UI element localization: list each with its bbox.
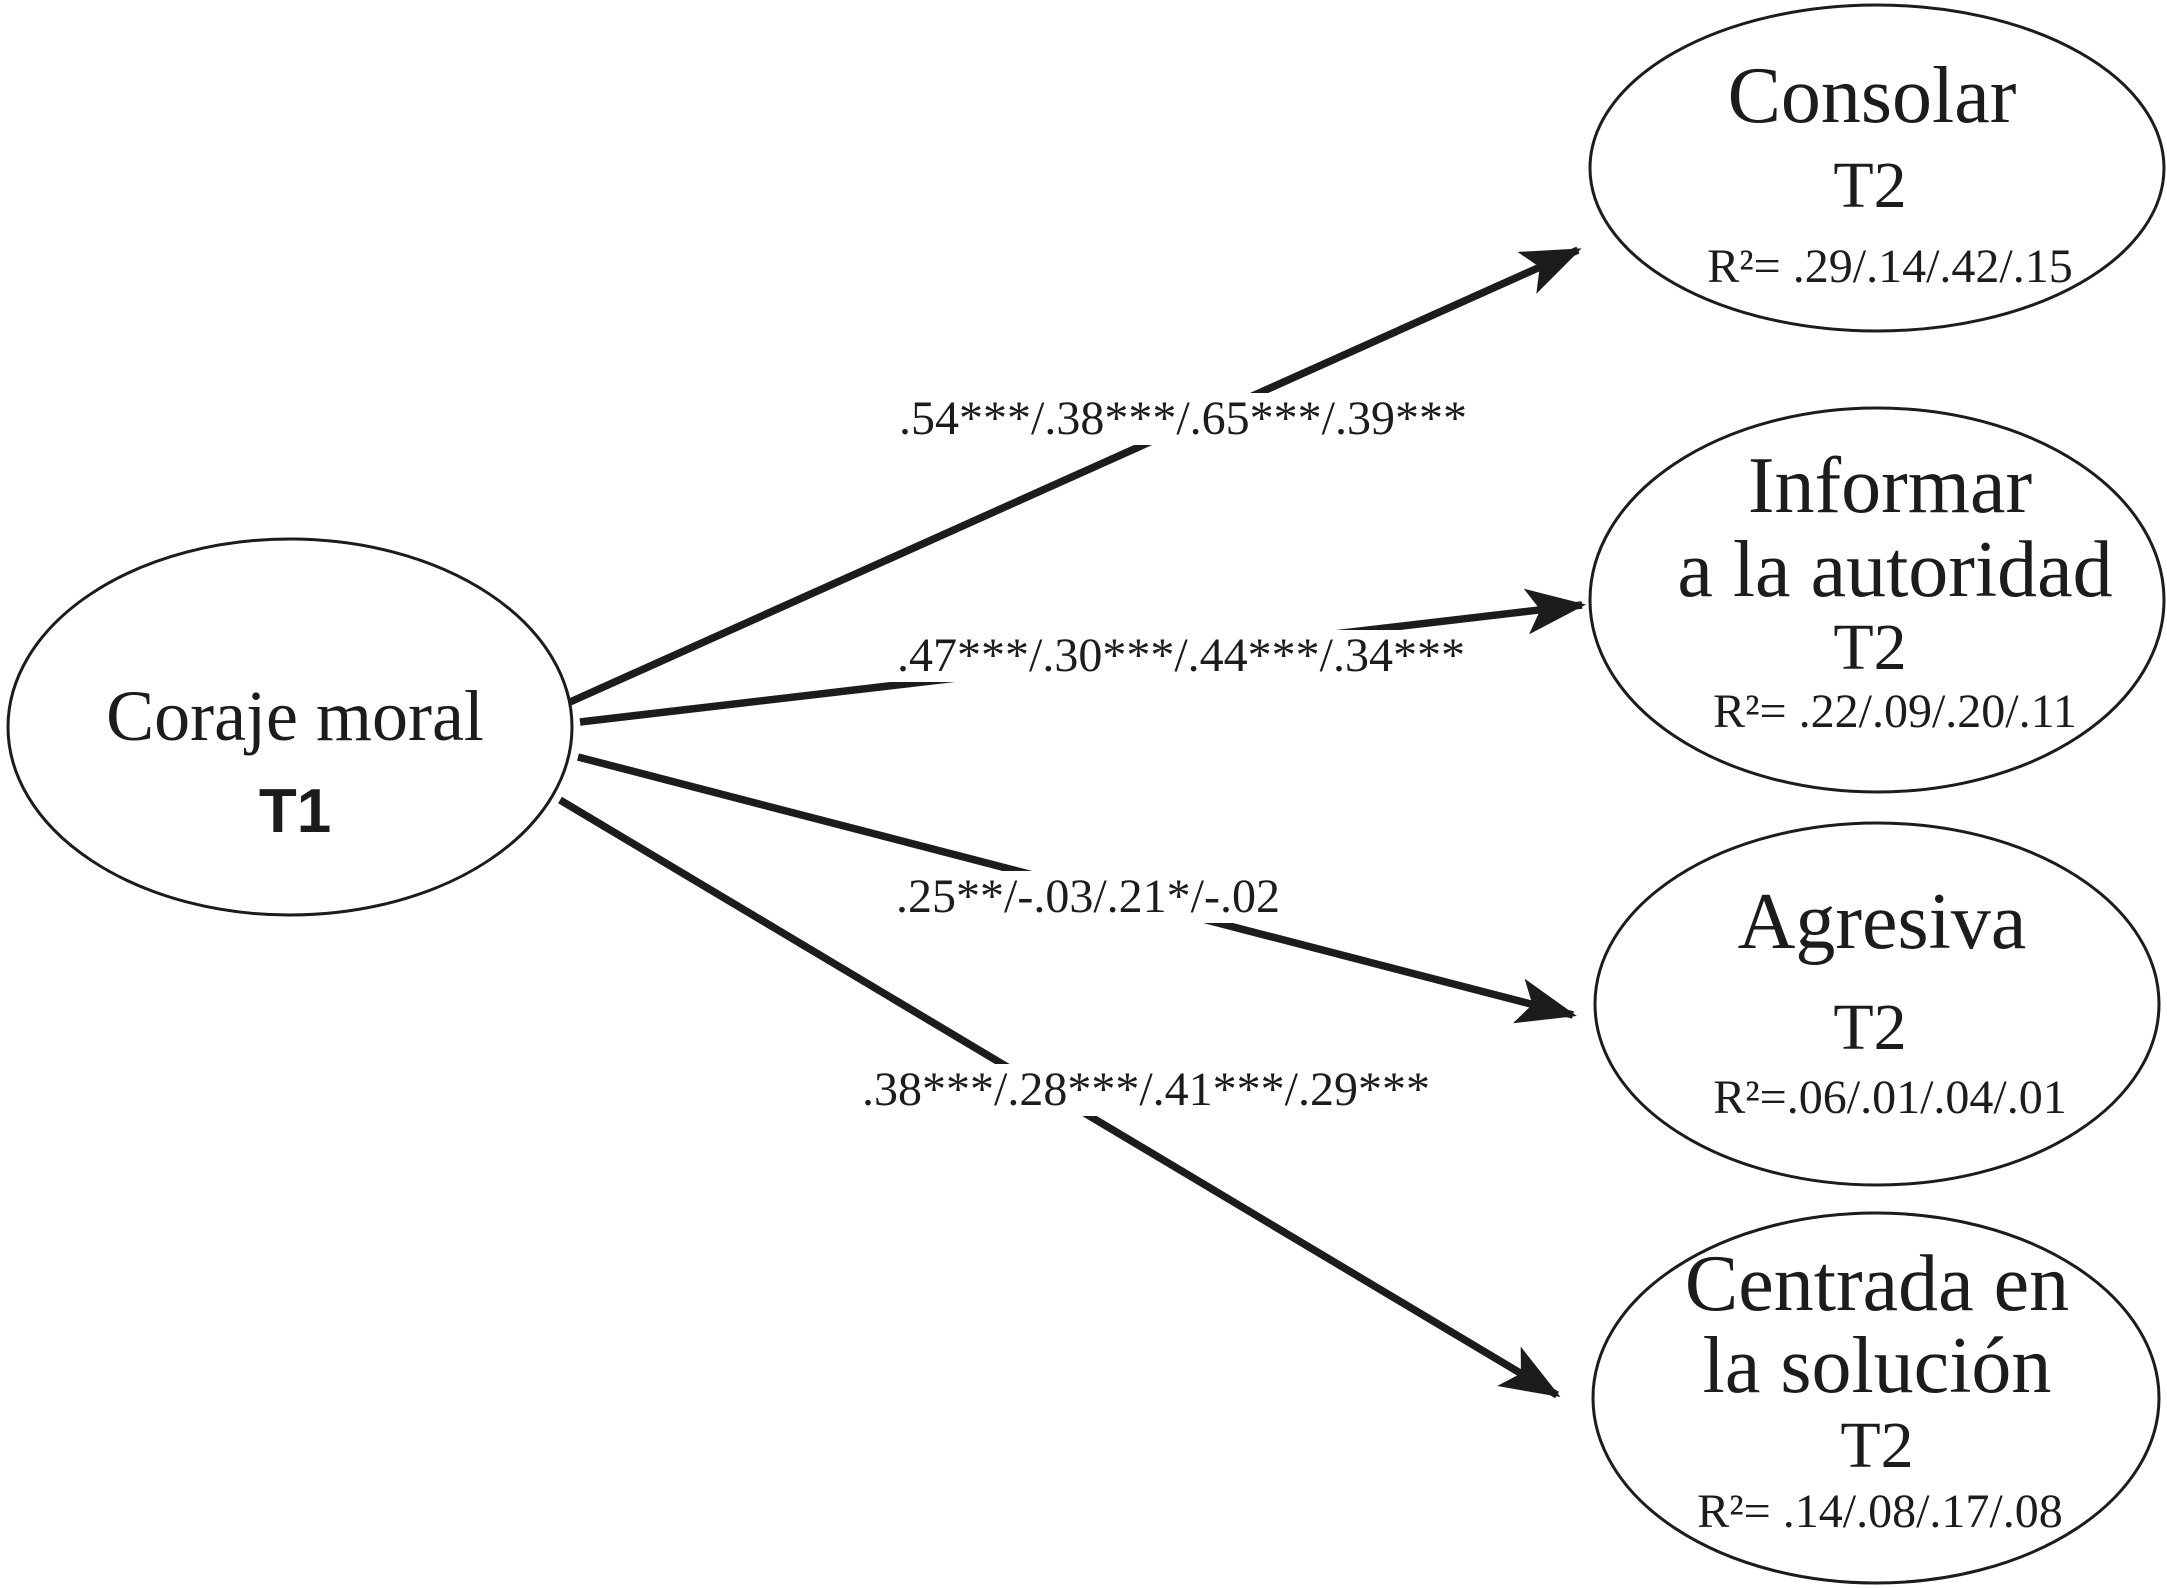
path-coefficients-agresiva: .25**/-.03/.21*/-.02 <box>888 871 1288 923</box>
outcome-title-centrada-line2: la solución <box>1702 1322 2052 1410</box>
predictor-ellipse <box>6 537 574 917</box>
outcome-title-consolar: Consolar <box>1727 52 2017 140</box>
outcome-time-agresiva: T2 <box>1833 991 1907 1064</box>
path-coefficients-informar: .47***/.30***/.44***/.34*** <box>888 630 1474 682</box>
path-coefficients-centrada: .38***/.28***/.41***/.29*** <box>853 1064 1439 1116</box>
outcome-ellipse-agresiva <box>1593 821 2161 1187</box>
predictor-title: Coraje moral <box>106 676 484 756</box>
outcome-title-agresiva: Agresiva <box>1737 878 2027 966</box>
outcome-time-consolar: T2 <box>1833 149 1907 222</box>
outcome-ellipse-informar <box>1588 406 2166 794</box>
outcome-title-centrada-line1: Centrada en <box>1684 1240 2070 1328</box>
outcome-r2-consolar: R²= .29/.14/.42/.15 <box>1707 240 2073 293</box>
outcome-r2-centrada: R²= .14/.08/.17/.08 <box>1697 1485 2063 1538</box>
path-arrow-consolar <box>568 246 1582 706</box>
outcome-ellipse-consolar <box>1588 3 2166 333</box>
outcome-r2-agresiva: R²=.06/.01/.04/.01 <box>1713 1071 2067 1124</box>
predictor-time: T1 <box>258 777 332 846</box>
outcome-time-centrada: T2 <box>1840 1409 1914 1482</box>
outcome-time-informar: T2 <box>1833 611 1907 684</box>
outcome-title-informar-line2: a la autoridad <box>1677 526 2113 614</box>
outcome-ellipse-centrada <box>1591 1211 2161 1585</box>
outcome-title-informar-line1: Informar <box>1747 442 2033 530</box>
path-coefficients-consolar: .54***/.38***/.65***/.39*** <box>890 393 1476 445</box>
outcome-r2-informar: R²= .22/.09/.20/.11 <box>1713 685 2077 738</box>
